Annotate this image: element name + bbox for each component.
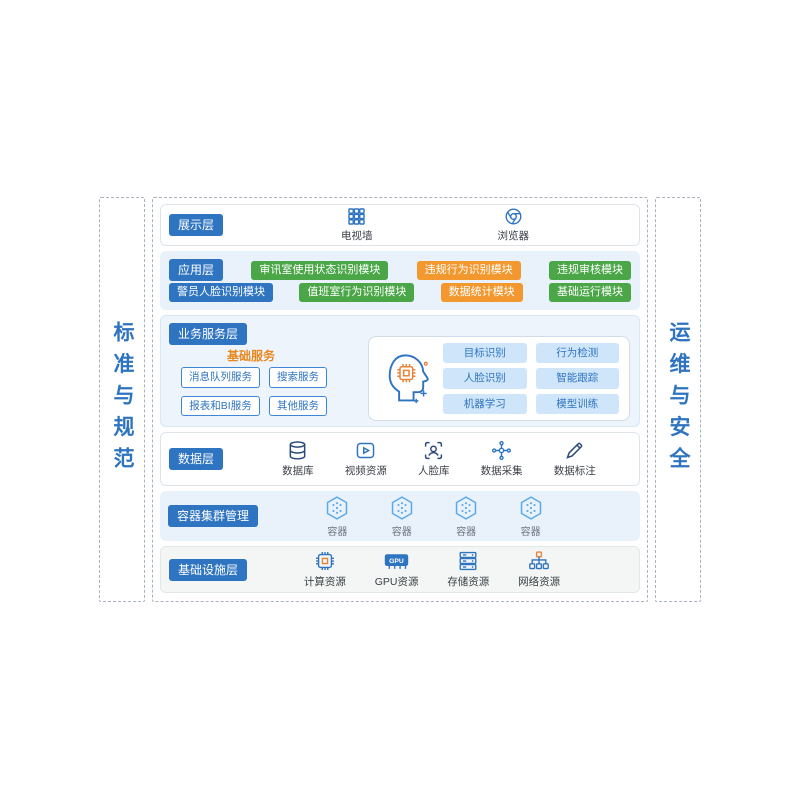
ai-capability: 智能跟踪 xyxy=(535,368,619,389)
container-node: 容器 xyxy=(389,495,415,538)
face-library-icon xyxy=(425,441,443,460)
data-layer-badge: 数据层 xyxy=(169,448,224,470)
display-layer: 展示层 电视墙 浏览器 xyxy=(160,204,640,246)
display-item-browser: 浏览器 xyxy=(497,207,530,243)
data-item-database: 数据库 xyxy=(282,440,314,478)
node-label: 容器 xyxy=(391,526,412,538)
service-layer-badge: 业务服务层 xyxy=(169,323,248,345)
container-hexagon-icon xyxy=(520,495,541,520)
node-label: 存储资源 xyxy=(447,576,490,588)
basic-service: 搜索服务 xyxy=(269,367,327,388)
database-icon xyxy=(290,441,306,460)
data-collect-icon xyxy=(492,440,512,461)
container-node: 容器 xyxy=(453,495,479,538)
gpu-icon: GPU xyxy=(384,554,409,569)
app-module: 审讯室使用状态识别模块 xyxy=(251,260,389,280)
browser-icon xyxy=(505,208,522,225)
data-item-collect: 数据采集 xyxy=(481,440,523,478)
node-label: 数据采集 xyxy=(480,465,523,477)
node-label: 容器 xyxy=(327,526,348,538)
app-module: 基础运行模块 xyxy=(548,283,631,302)
data-layer: 数据层 数据库 视频资源 人脸库 数据采集 xyxy=(160,432,640,486)
display-layer-badge: 展示层 xyxy=(169,214,224,236)
ai-capability: 行为检测 xyxy=(535,342,619,364)
container-layer-badge: 容器集群管理 xyxy=(168,505,259,527)
basic-service: 其他服务 xyxy=(269,395,327,416)
data-item-video: 视频资源 xyxy=(345,440,387,478)
data-item-face-library: 人脸库 xyxy=(417,440,450,478)
network-icon xyxy=(529,551,550,570)
display-items: 电视墙 浏览器 xyxy=(241,205,629,245)
basic-service: 报表和BI服务 xyxy=(181,395,260,416)
app-module: 警员人脸识别模块 xyxy=(169,283,273,302)
storage-icon xyxy=(459,551,477,571)
application-row-1: 应用层 审讯室使用状态识别模块 违规行为识别模块 违规审核模块 xyxy=(169,259,631,281)
container-cluster-layer: 容器集群管理 容器 容器 容器 容器 xyxy=(160,491,640,541)
infra-item-network: 网络资源 xyxy=(518,550,560,589)
ai-capability: 机器学习 xyxy=(443,393,527,415)
container-hexagon-icon xyxy=(391,495,413,520)
ai-head-icon xyxy=(388,353,429,403)
basic-service: 消息队列服务 xyxy=(181,367,260,388)
node-label: 容器 xyxy=(456,526,477,538)
standards-pillar-label: 标准与规范 xyxy=(111,320,134,479)
architecture-diagram: 标准与规范 展示层 电视墙 浏览器 应用层 审讯室使用状态识别模块 违规行 xyxy=(99,197,701,602)
gpu-icon-text: GPU xyxy=(389,558,404,565)
app-module: 数据统计模块 xyxy=(440,283,523,302)
architecture-main: 展示层 电视墙 浏览器 应用层 审讯室使用状态识别模块 违规行为识别模块 违规审… xyxy=(152,197,648,602)
data-items: 数据库 视频资源 人脸库 数据采集 数据标注 xyxy=(251,440,627,478)
node-label: 视频资源 xyxy=(344,465,387,477)
ai-capability-panel: 目标识别 行为检测 人脸识别 智能跟踪 机器学习 模型训练 xyxy=(368,336,630,421)
infra-item-gpu: GPU GPU资源 xyxy=(374,550,419,589)
application-layer: 应用层 审讯室使用状态识别模块 违规行为识别模块 违规审核模块 警员人脸识别模块… xyxy=(160,251,640,310)
node-label: 数据库 xyxy=(282,465,314,477)
standards-pillar: 标准与规范 xyxy=(99,197,145,602)
container-node: 容器 xyxy=(518,495,544,538)
container-hexagon-icon xyxy=(327,495,348,520)
ai-capability: 模型训练 xyxy=(535,393,619,415)
app-module: 违规行为识别模块 xyxy=(416,260,521,280)
data-annotate-icon xyxy=(566,442,583,459)
infrastructure-layer: 基础设施层 计算资源 GPU GPU资源 存储资源 网络资源 xyxy=(160,546,640,593)
ai-capability: 目标识别 xyxy=(443,342,527,364)
node-label: 人脸库 xyxy=(417,465,450,477)
node-label: 计算资源 xyxy=(303,576,346,588)
operations-pillar: 运维与安全 xyxy=(655,197,701,602)
container-node: 容器 xyxy=(324,495,350,538)
infrastructure-layer-badge: 基础设施层 xyxy=(169,558,248,581)
cpu-icon xyxy=(315,552,334,570)
node-label: 网络资源 xyxy=(518,576,561,588)
infra-item-compute: 计算资源 xyxy=(304,550,346,589)
basic-services-grid: 消息队列服务 搜索服务 报表和BI服务 其他服务 xyxy=(181,367,327,416)
data-item-annotate: 数据标注 xyxy=(554,440,596,478)
application-row-2: 警员人脸识别模块 值班室行为识别模块 数据统计模块 基础运行模块 xyxy=(169,283,631,302)
app-module: 值班室行为识别模块 xyxy=(299,283,415,302)
node-label: 容器 xyxy=(520,526,541,538)
app-module: 违规审核模块 xyxy=(549,260,631,280)
tv-wall-icon xyxy=(348,208,365,225)
container-items: 容器 容器 容器 容器 xyxy=(286,495,582,538)
infrastructure-items: 计算资源 GPU GPU资源 存储资源 网络资源 xyxy=(275,550,589,589)
video-resource-icon xyxy=(357,442,375,459)
display-item-tv-wall: 电视墙 xyxy=(341,207,373,243)
container-hexagon-icon xyxy=(455,495,477,520)
ai-capability: 人脸识别 xyxy=(443,368,527,389)
service-layer: 业务服务层 基础服务 消息队列服务 搜索服务 报表和BI服务 其他服务 xyxy=(160,315,640,427)
basic-services-title: 基础服务 xyxy=(227,349,276,363)
operations-pillar-label: 运维与安全 xyxy=(667,320,690,479)
node-label: 数据标注 xyxy=(553,465,596,477)
node-label: 浏览器 xyxy=(497,230,530,242)
node-label: 电视墙 xyxy=(341,230,373,242)
infra-item-storage: 存储资源 xyxy=(447,550,489,589)
node-label: GPU资源 xyxy=(374,576,419,588)
application-layer-badge: 应用层 xyxy=(169,259,224,281)
ai-capability-grid: 目标识别 行为检测 人脸识别 智能跟踪 机器学习 模型训练 xyxy=(443,342,619,415)
